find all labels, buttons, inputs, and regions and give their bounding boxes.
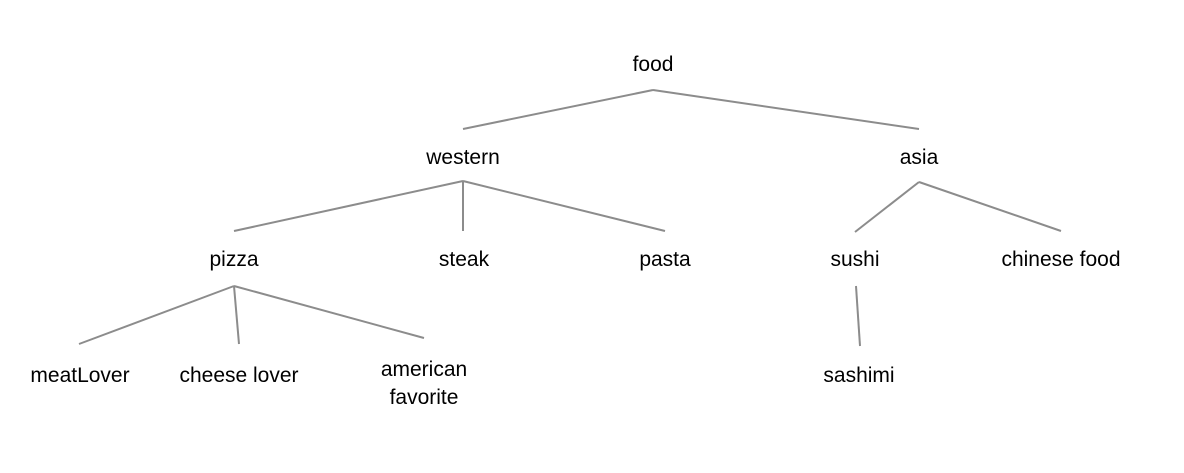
node-american-favorite: american favorite: [380, 358, 468, 409]
edge-food-to-asia: [652, 89, 920, 130]
edge-asia-to-sushi: [854, 181, 920, 233]
node-steak: steak: [438, 248, 490, 271]
node-pizza: pizza: [209, 248, 259, 271]
node-sashimi: sashimi: [823, 364, 895, 387]
node-asia: asia: [899, 146, 939, 169]
edge-western-to-pasta: [462, 180, 666, 232]
edge-pizza-to-meat-lover: [78, 285, 235, 345]
node-meat-lover: meatLover: [30, 364, 130, 387]
edge-sushi-to-sashimi: [855, 285, 861, 347]
node-chinese-food: chinese food: [1001, 248, 1121, 271]
edge-western-to-pizza: [233, 180, 464, 232]
node-sushi: sushi: [830, 248, 880, 271]
edge-asia-to-chinese-food: [918, 181, 1062, 232]
node-cheese-lover: cheese lover: [179, 364, 299, 387]
edge-food-to-western: [462, 89, 654, 130]
edge-pizza-to-american-favorite: [233, 285, 425, 339]
node-food: food: [632, 53, 674, 76]
node-western: western: [426, 146, 500, 169]
node-pasta: pasta: [639, 248, 691, 271]
edge-pizza-to-cheese-lover: [233, 285, 240, 345]
